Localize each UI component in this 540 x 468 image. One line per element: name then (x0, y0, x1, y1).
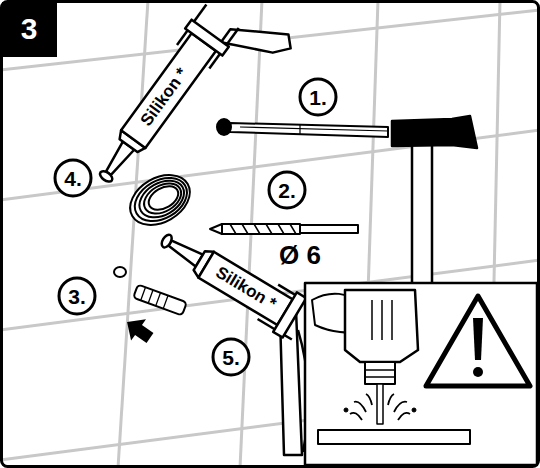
silicone-gun-part (221, 5, 297, 77)
callout-circle-outline (300, 79, 336, 115)
sealing-ring-part (133, 173, 191, 225)
silicone-gun-part (151, 219, 314, 342)
warning-inset-part (350, 394, 410, 420)
callout-circle-outline (55, 160, 91, 196)
callout-number: 3. (68, 286, 86, 307)
direction-arrow (120, 311, 158, 348)
drill-bit (210, 224, 358, 234)
wall-plug (114, 267, 187, 315)
wall-plug-part-part (141, 287, 168, 308)
wall-plug-part (133, 285, 187, 316)
punch-tool-part (240, 127, 388, 131)
callout-circle: 1. (298, 77, 338, 117)
sealing-ring (121, 165, 198, 235)
punch-tool (217, 119, 388, 137)
sealing-ring-part (145, 181, 183, 214)
sealing-ring-part (121, 165, 198, 235)
dimension-label: Ø 6 (276, 241, 324, 269)
drill-bit-part (300, 225, 358, 233)
warning-inset-part (473, 318, 483, 360)
callout-circle: 4. (53, 158, 93, 198)
silicone-gun-part (185, 20, 229, 56)
callout-circle-outline (213, 339, 249, 375)
silicone-gun-part-part (160, 233, 174, 249)
warning-inset-part (377, 384, 383, 424)
hammer (392, 116, 477, 300)
silicone-gun-part (98, 169, 114, 184)
punch-tool-part (299, 125, 300, 134)
warning-inset-part (318, 430, 470, 444)
callout-number: 5. (222, 347, 240, 368)
sealing-ring-part (139, 177, 187, 220)
silicone-gun (85, 0, 296, 223)
warning-inset-part (365, 370, 395, 377)
hammer-part (412, 140, 432, 300)
direction-arrow-part (120, 311, 158, 348)
callout-circle: 2. (267, 170, 307, 210)
warning-inset (305, 283, 537, 465)
warning-inset-part (473, 367, 483, 377)
step-number: 3 (21, 14, 38, 44)
callout-number: 1. (309, 87, 327, 108)
callout-circle: 3. (57, 276, 97, 316)
hammer-part (392, 116, 477, 148)
callout-number: 2. (278, 180, 296, 201)
warning-inset-part (426, 296, 530, 386)
warning-inset-part (412, 408, 416, 412)
callout-circle-outline (269, 172, 305, 208)
sealing-ring-part (127, 169, 194, 230)
wall-plug-part (114, 267, 126, 277)
callout-number: 4. (64, 168, 82, 189)
drill-bit-part (230, 224, 296, 234)
punch-tool-part (217, 119, 231, 135)
warning-inset-part (345, 290, 418, 362)
drill-bit-part (210, 224, 222, 234)
silicone-gun-part (121, 33, 216, 148)
drill-bit-part (222, 224, 300, 234)
callout-circle: 5. (211, 337, 251, 377)
step-number-box: 3 (2, 2, 57, 57)
warning-inset-part (305, 283, 537, 465)
callout-circle-outline (59, 278, 95, 314)
tile-grid-part (118, 0, 148, 468)
warning-inset-part (372, 300, 392, 340)
punch-tool-part (230, 123, 388, 137)
warning-inset-part (344, 408, 348, 412)
wall-plug-part-part (133, 285, 187, 316)
warning-inset-part (365, 362, 395, 384)
